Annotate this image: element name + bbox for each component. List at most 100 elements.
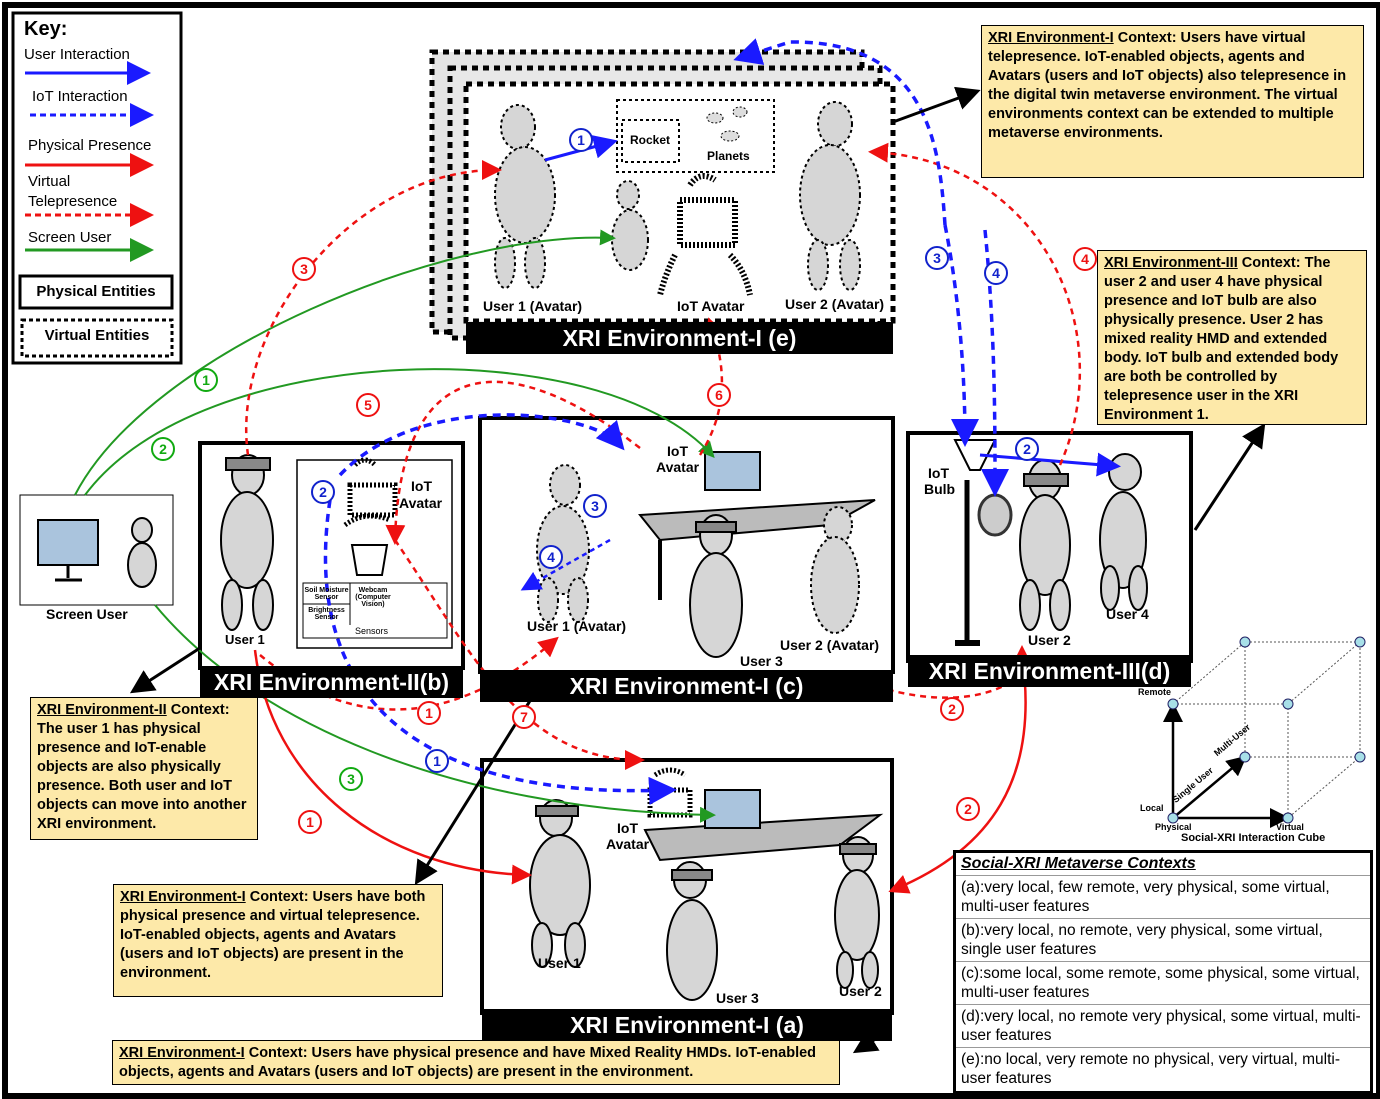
marker-blue-2-b: 2 xyxy=(311,480,335,504)
env-a-monitor xyxy=(704,789,761,829)
key-title: Key: xyxy=(24,18,68,40)
rocket-label: Rocket xyxy=(630,133,671,147)
red-virtual-5 xyxy=(385,380,641,545)
green-arrow-2 xyxy=(84,368,715,496)
env-e-user2-label: User 2 (Avatar) xyxy=(785,296,885,312)
context-env1-c: XRI Environment-I Context: Users have bo… xyxy=(113,884,443,997)
env-d-user4-label: User 4 xyxy=(1106,606,1149,622)
marker-blue-1: 1 xyxy=(425,749,449,773)
context-env3: XRI Environment-III Context: The user 2 … xyxy=(1097,250,1367,425)
marker-red-4: 4 xyxy=(1073,247,1097,271)
marker-red-5: 5 xyxy=(356,393,380,417)
social-context-a: (a):very local, few remote, very physica… xyxy=(956,875,1370,918)
blue-iot-4c xyxy=(520,538,611,591)
cube-remote-label: Remote xyxy=(1138,687,1172,697)
green-arrow-3 xyxy=(154,604,716,823)
env-a-user1-label: User 1 xyxy=(538,955,581,971)
env-b-iot-label-1: IoT xyxy=(411,478,432,494)
marker-red-1-physical: 1 xyxy=(298,810,322,834)
env-a-user2-label: User 2 xyxy=(839,983,882,999)
env-c-user3 xyxy=(689,514,743,658)
env-c-user1-label: User 1 (Avatar) xyxy=(527,618,627,634)
env-e-user1-label: User 1 (Avatar) xyxy=(483,298,583,314)
env-a-user3 xyxy=(666,861,718,1001)
rocket-box xyxy=(621,119,680,163)
env-e-small-avatar xyxy=(611,180,649,271)
green-arrow-1 xyxy=(74,229,616,496)
env-c-user3-label: User 3 xyxy=(740,653,783,669)
marker-red-2-virtual: 2 xyxy=(940,697,964,721)
env-a-user2 xyxy=(834,836,880,989)
blue-iot-upper xyxy=(733,38,947,226)
screen-user-figure xyxy=(127,517,157,588)
planets-label: Planets xyxy=(707,149,750,163)
marker-blue-4: 4 xyxy=(984,261,1008,285)
env-b-title: XRI Environment-II(b) xyxy=(200,666,463,698)
interaction-cube xyxy=(1172,641,1361,819)
sensor-webcam: Webcam (Computer Vision) xyxy=(355,587,391,608)
key-screen-label: Screen User xyxy=(28,229,112,246)
key-iot-label: IoT Interaction xyxy=(32,88,128,105)
marker-red-7: 7 xyxy=(512,705,536,729)
env-c-iot-label-2: Avatar xyxy=(656,459,700,475)
blue-iot-3 xyxy=(943,224,979,447)
env-b-iot-avatar-plant xyxy=(343,457,398,528)
env-a-iot-label-1: IoT xyxy=(617,820,638,836)
env-c-iot-label-1: IoT xyxy=(667,443,688,459)
blue-iot-1 xyxy=(323,499,677,805)
red-virtual-7 xyxy=(393,539,645,770)
marker-green-2: 2 xyxy=(151,437,175,461)
blue-iot-2 xyxy=(338,413,625,477)
social-contexts-table: Social-XRI Metaverse Contexts (a):very l… xyxy=(953,850,1373,1094)
env-c-user2-avatar xyxy=(810,506,860,634)
marker-green-1: 1 xyxy=(194,368,218,392)
key-virtual-entities: Virtual Entities xyxy=(44,327,150,344)
env-b-user1 xyxy=(220,454,274,631)
marker-blue-2-d: 2 xyxy=(1015,437,1039,461)
marker-green-3: 3 xyxy=(339,767,363,791)
social-context-e: (e):no local, very remote no physical, v… xyxy=(956,1047,1370,1090)
context-env1-a: XRI Environment-I Context: Users have ph… xyxy=(112,1040,840,1085)
env-b-iot-label-2: Avatar xyxy=(399,495,443,511)
social-context-d: (d):very local, no remote very physical,… xyxy=(956,1004,1370,1047)
env-d-bulb-label-2: Bulb xyxy=(924,481,956,497)
marker-red-6: 6 xyxy=(707,383,731,407)
key-physical-label: Physical Presence xyxy=(28,137,152,154)
key-physical-entities: Physical Entities xyxy=(36,283,156,300)
sensor-soil: Soil Moisture Sensor xyxy=(304,587,349,601)
plant-pot xyxy=(350,544,389,576)
cube-title: Social-XRI Interaction Cube xyxy=(1181,832,1326,844)
marker-blue-4-c: 4 xyxy=(539,545,563,569)
marker-blue-3: 3 xyxy=(925,246,949,270)
env-c-title: XRI Environment-I (c) xyxy=(480,670,893,702)
social-context-c: (c):some local, some remote, some physic… xyxy=(956,961,1370,1004)
env-a-title: XRI Environment-I (a) xyxy=(482,1009,892,1041)
env-d-lightbulb xyxy=(977,493,1013,537)
env-a-user1 xyxy=(529,799,591,968)
env-c-user2-label: User 2 (Avatar) xyxy=(780,637,880,653)
env-e-title: XRI Environment-I (e) xyxy=(466,322,893,354)
env-d-bulb-shade xyxy=(953,439,997,471)
red-virtual-4 xyxy=(868,142,1082,466)
env-e-user2-avatar xyxy=(799,101,861,291)
red-virtual-6 xyxy=(698,317,725,456)
sensors-label: Sensors xyxy=(355,626,389,636)
marker-red-3: 3 xyxy=(292,257,316,281)
key-user-interaction-label: User Interaction xyxy=(24,46,130,63)
key-virtual-label-1: Virtual xyxy=(28,173,71,190)
key-physical-box xyxy=(18,274,174,310)
env-a-iot-label-2: Avatar xyxy=(606,836,650,852)
context-env2: XRI Environment-II Context: The user 1 h… xyxy=(30,697,258,840)
screen-user-label: Screen User xyxy=(46,606,128,622)
red-physical-2 xyxy=(888,654,1027,894)
key-virtual-label-2: Telepresence xyxy=(28,193,118,210)
env-c-user1-avatar xyxy=(536,464,590,623)
marker-blue-1-e: 1 xyxy=(569,128,593,152)
marker-red-1-virtual: 1 xyxy=(417,701,441,725)
env-b-user1-label: User 1 xyxy=(225,632,265,647)
cube-local-label: Local xyxy=(1140,803,1164,813)
cube-virtual-label: Virtual xyxy=(1276,822,1304,832)
marker-blue-3-c: 3 xyxy=(583,494,607,518)
